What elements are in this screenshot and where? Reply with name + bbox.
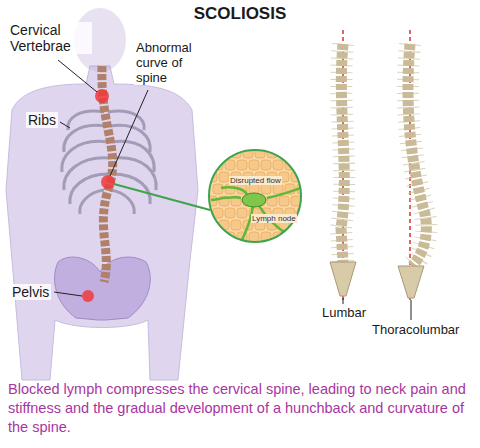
leader-line [110, 90, 148, 176]
part-label: Cervical Vertebrae [8, 22, 92, 54]
leader-line [343, 298, 344, 304]
lumbar-spine [330, 44, 356, 296]
spine-type-label: Lumbar [320, 305, 368, 320]
leader-line [58, 60, 97, 92]
part-label: Ribs [26, 112, 58, 128]
leader-line [54, 292, 82, 296]
leader-line [60, 122, 70, 128]
diagram-title: SCOLIOSIS [0, 4, 480, 24]
spine-dot [101, 175, 115, 189]
thoracolumbar-spine [398, 44, 426, 298]
leader-line [411, 300, 412, 320]
lymph-inset-circle: Disrupted flowLymph node [207, 148, 303, 244]
cervical-dot [95, 89, 109, 103]
inset-pointer [114, 184, 210, 210]
inset-label: Lymph node [251, 214, 297, 223]
inset-label: Disrupted flow [229, 176, 282, 185]
part-label: Pelvis [10, 284, 51, 300]
torso [6, 66, 198, 380]
caption: Blocked lymph compresses the cervical sp… [8, 380, 474, 437]
pelvis-dot [82, 290, 94, 302]
spine-type-label: Thoracolumbar [370, 322, 461, 337]
part-label: Abnormal curve of spine [134, 40, 210, 85]
inset-graphic [207, 148, 303, 244]
